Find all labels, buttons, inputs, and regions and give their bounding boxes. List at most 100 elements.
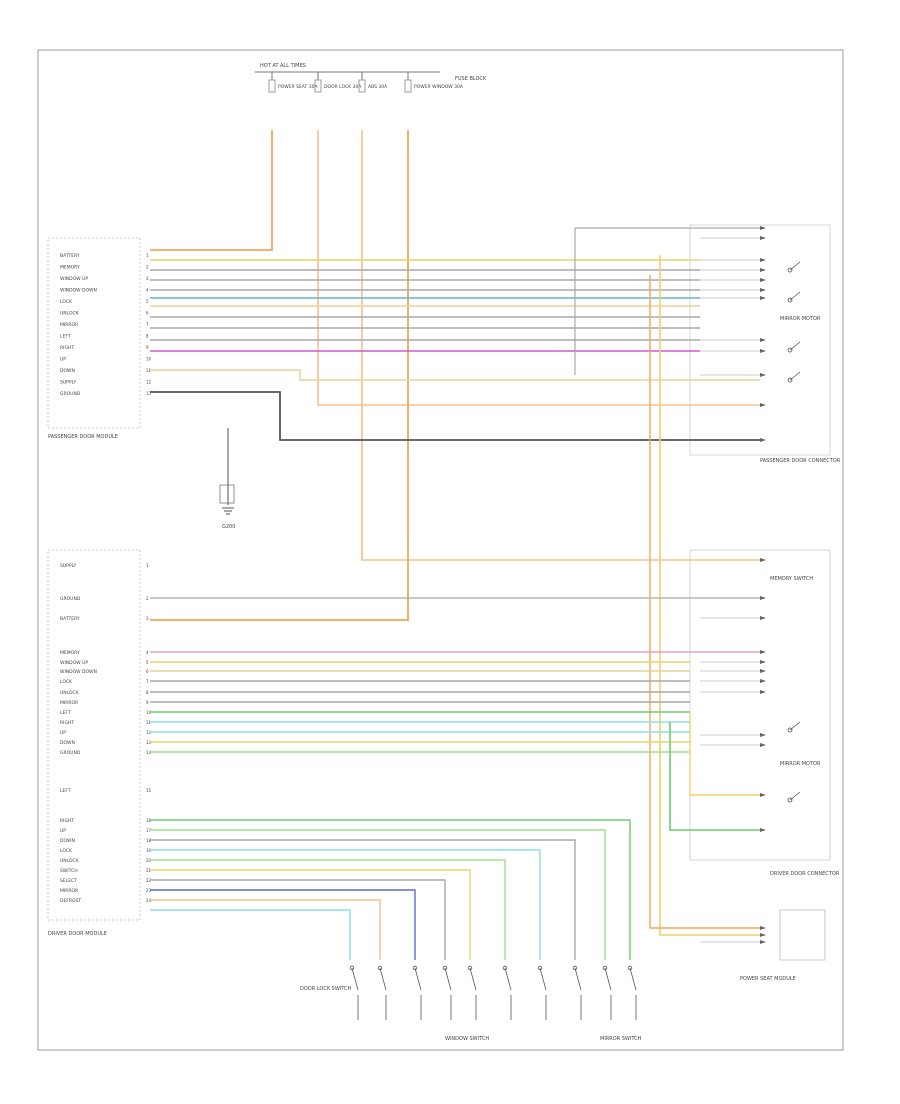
- mirror-motor-upper-label: MIRROR MOTOR: [780, 316, 821, 322]
- switch-contact: [467, 965, 473, 971]
- wire-switch: [150, 819, 631, 960]
- wire-lower-mirror-b: [669, 722, 760, 831]
- fuse-label: POWER WINDOW 30A: [414, 84, 464, 90]
- pin-number: 6: [146, 311, 149, 316]
- wire-battery-lower: [150, 130, 409, 621]
- pin-label: RIGHT: [60, 345, 74, 351]
- switch-contact: [787, 267, 793, 273]
- connector-arrow: [760, 650, 766, 654]
- ground-symbol: [219, 428, 235, 515]
- memory-switch-label: MEMORY SWITCH: [770, 576, 813, 582]
- connector-arrow: [760, 373, 766, 377]
- wire-memory-seat: [659, 255, 760, 936]
- pin-number: 10: [146, 710, 152, 715]
- pin-label: DOWN: [60, 368, 75, 374]
- switch-blade: [789, 261, 801, 271]
- pin-number: 18: [146, 838, 152, 843]
- switch-contact: [787, 797, 793, 803]
- pin-number: 17: [146, 828, 152, 833]
- wire-switch: [150, 829, 606, 960]
- pin-number: 12: [146, 730, 152, 735]
- switch-blade: [414, 967, 422, 991]
- switch-contact: [787, 377, 793, 383]
- switch-contact: [442, 965, 448, 971]
- pin-label: UP: [60, 357, 66, 363]
- wire-switch: [150, 899, 381, 960]
- pin-number: 12: [146, 380, 152, 385]
- driver-door-module-label: DRIVER DOOR MODULE: [48, 931, 107, 937]
- connector-arrow: [760, 258, 766, 262]
- pin-number: 19: [146, 848, 152, 853]
- pin-label: UNLOCK: [60, 858, 80, 864]
- switch-blade: [789, 721, 801, 731]
- pin-label: GROUND: [60, 750, 81, 756]
- connector-arrow: [760, 338, 766, 342]
- connector-arrow: [760, 616, 766, 620]
- switch-blade: [574, 967, 582, 991]
- pin-label: MEMORY: [60, 650, 80, 656]
- pin-label: RIGHT: [60, 818, 74, 824]
- pin-label: WINDOW UP: [60, 660, 88, 666]
- switch-contact: [787, 297, 793, 303]
- fuse-block-note: FUSE BLOCK: [455, 76, 487, 82]
- connector-arrow: [760, 288, 766, 292]
- power-seat-module-label: POWER SEAT MODULE: [740, 976, 796, 982]
- pin-number: 13: [146, 391, 152, 396]
- pin-number: 9: [146, 700, 149, 705]
- pin-label: MIRROR: [60, 700, 78, 706]
- pin-number: 4: [146, 650, 149, 655]
- pin-label: DOWN: [60, 740, 75, 746]
- pin-number: 1: [146, 563, 149, 568]
- switch-contact: [502, 965, 508, 971]
- window-switch-label: WINDOW SWITCH: [445, 1036, 489, 1042]
- pin-number: 11: [146, 720, 152, 725]
- pin-label: SUPPLY: [60, 563, 76, 569]
- fuse-icon: [268, 79, 276, 93]
- wire-supply-lower: [361, 130, 760, 561]
- pin-number: 15: [146, 788, 152, 793]
- pin-label: DOWN: [60, 838, 75, 844]
- fuse-label: ABS 30A: [368, 84, 388, 90]
- connector-arrow: [760, 268, 766, 272]
- wire-door-lock-feed: [317, 130, 760, 406]
- switch-blade: [789, 341, 801, 351]
- wire-switch: [150, 909, 351, 960]
- connector-arrow: [760, 793, 766, 797]
- connector-arrow: [760, 690, 766, 694]
- connector-arrow: [760, 669, 766, 673]
- pin-number: 7: [146, 679, 149, 684]
- connector-arrow: [760, 403, 766, 407]
- pin-number: 7: [146, 322, 149, 327]
- wire-group: [150, 130, 760, 1020]
- pin-label: SUPPLY: [60, 380, 76, 386]
- pin-label: MIRROR: [60, 322, 78, 328]
- pin-number: 10: [146, 357, 152, 362]
- connector-arrow: [760, 660, 766, 664]
- pin-number: 8: [146, 690, 149, 695]
- passenger-door-module-box: [47, 237, 141, 429]
- pin-label: LOCK: [60, 848, 73, 854]
- switch-contact: [349, 965, 355, 971]
- pin-label: UP: [60, 828, 66, 834]
- ground-label: G200: [222, 524, 235, 530]
- pin-label: MIRROR: [60, 888, 78, 894]
- pin-number: 21: [146, 868, 152, 873]
- pin-number: 14: [146, 750, 152, 755]
- switch-contact: [377, 965, 383, 971]
- fuse-label: POWER SEAT 30A: [278, 84, 318, 90]
- pin-label: DEFROST: [60, 898, 81, 904]
- fuse-label: DOOR LOCK 30A: [324, 84, 362, 90]
- pin-label: LOCK: [60, 299, 73, 305]
- connector-arrow: [760, 349, 766, 353]
- connector-arrow: [760, 236, 766, 240]
- wire-upper-supply: [150, 369, 760, 381]
- pin-number: 3: [146, 276, 149, 281]
- pin-label: WINDOW UP: [60, 276, 88, 282]
- pin-label: UNLOCK: [60, 690, 80, 696]
- diagram-frame: [37, 49, 844, 1051]
- driver-door-module-box: [47, 549, 141, 921]
- switch-contact: [787, 347, 793, 353]
- connector-arrow: [760, 596, 766, 600]
- connector-arrow: [760, 733, 766, 737]
